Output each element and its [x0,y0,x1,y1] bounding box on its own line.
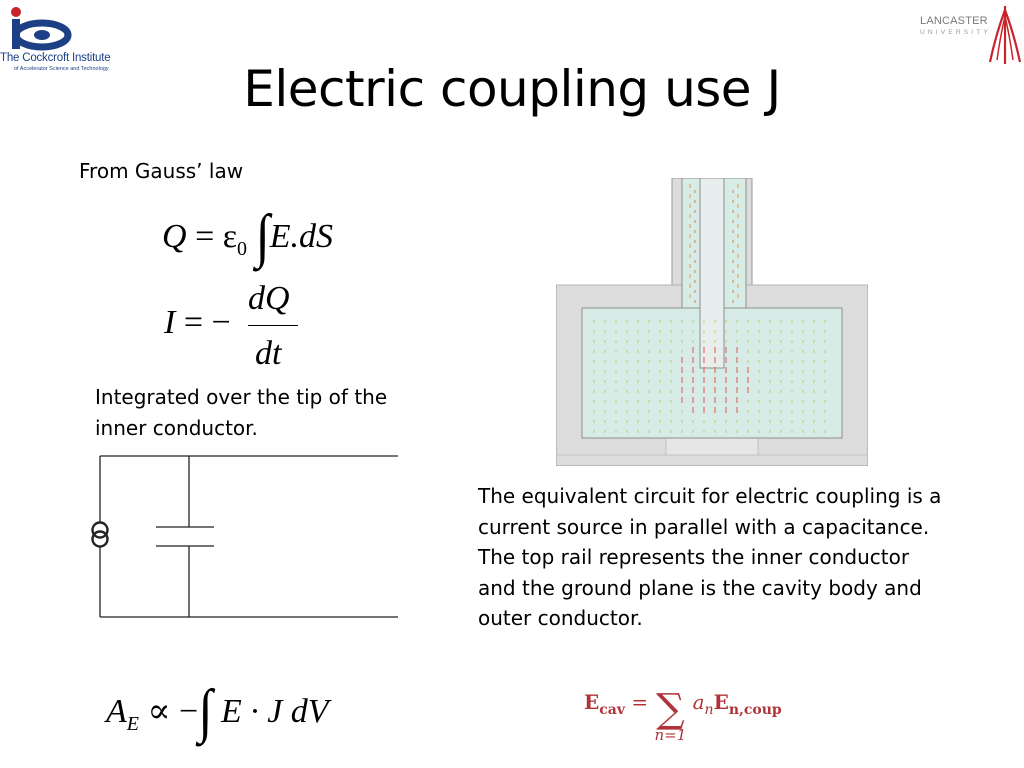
ecav-coef: a [692,690,705,714]
fraction-bar [248,325,298,326]
page-title: Electric coupling use J [243,60,781,118]
ae-lhs: A [106,693,127,730]
current-equation-lhs: I = − [164,304,231,342]
gauss-epsilon: ε [222,218,238,255]
gauss-epsilon-sub: 0 [237,238,248,260]
capacitor-icon [156,526,214,547]
current-op: = − [183,304,231,341]
lancaster-logo-name: LANCASTER [920,15,988,27]
field-arrows [593,184,826,433]
ae-integrand: E · J dV [220,693,329,730]
ae-op: ∝ − [147,693,199,730]
current-denominator: dt [255,335,282,372]
current-lhs: I [164,304,176,341]
equivalent-circuit-description: The equivalent circuit for electric coup… [478,481,948,634]
gauss-lhs: Q [162,218,187,255]
equivalent-line-1: The equivalent circuit for electric coup… [478,484,942,539]
coupling-amplitude-equation: AE ∝ −∫ E · J dV [106,679,329,745]
gauss-equation: Q = ε0 ∫E.dS [162,204,334,270]
ecav-lhs-sub: cav [599,702,625,718]
cavity-field-plot [556,178,868,466]
gauss-equals: = [195,218,215,255]
lancaster-logo-sub: UNIVERSITY [920,29,992,36]
cavity-field-expansion-equation: Ecav = ∑ n=1 anEn,coup [584,686,782,744]
gauss-integral-sign: ∫ [255,203,270,270]
integrated-note: Integrated over the tip of the inner con… [95,385,388,440]
current-numerator: dQ [248,280,290,317]
ecav-op: = [631,690,649,714]
ecav-sum-index: n=1 [654,726,687,744]
ecav-sum-sign: ∑ [656,686,685,732]
equivalent-circuit-diagram [91,455,398,618]
ae-lhs-sub: E [126,713,139,735]
ecav-term-sub: n,coup [728,702,782,718]
lancaster-logo: LANCASTER UNIVERSITY [918,4,1022,66]
cockcroft-logo: The Cockcroft Institute of Accelerator S… [0,6,125,76]
ecav-term: E [713,690,729,714]
equivalent-line-2: The top rail represents the inner conduc… [478,545,922,630]
gauss-law-label: From Gauss’ law [79,159,244,183]
current-source-icon [91,521,109,548]
cockcroft-logo-name: The Cockcroft Institute [0,52,111,64]
cockcroft-emblem-icon [11,7,72,51]
ecav-lhs: E [584,690,600,714]
ae-integral-sign: ∫ [198,678,213,745]
cockcroft-logo-sub: of Accelerator Science and Technology [14,66,109,72]
ecav-coef-sub: n [704,702,714,718]
gauss-integrand: E.dS [269,218,334,255]
lancaster-crest-icon [988,6,1022,64]
